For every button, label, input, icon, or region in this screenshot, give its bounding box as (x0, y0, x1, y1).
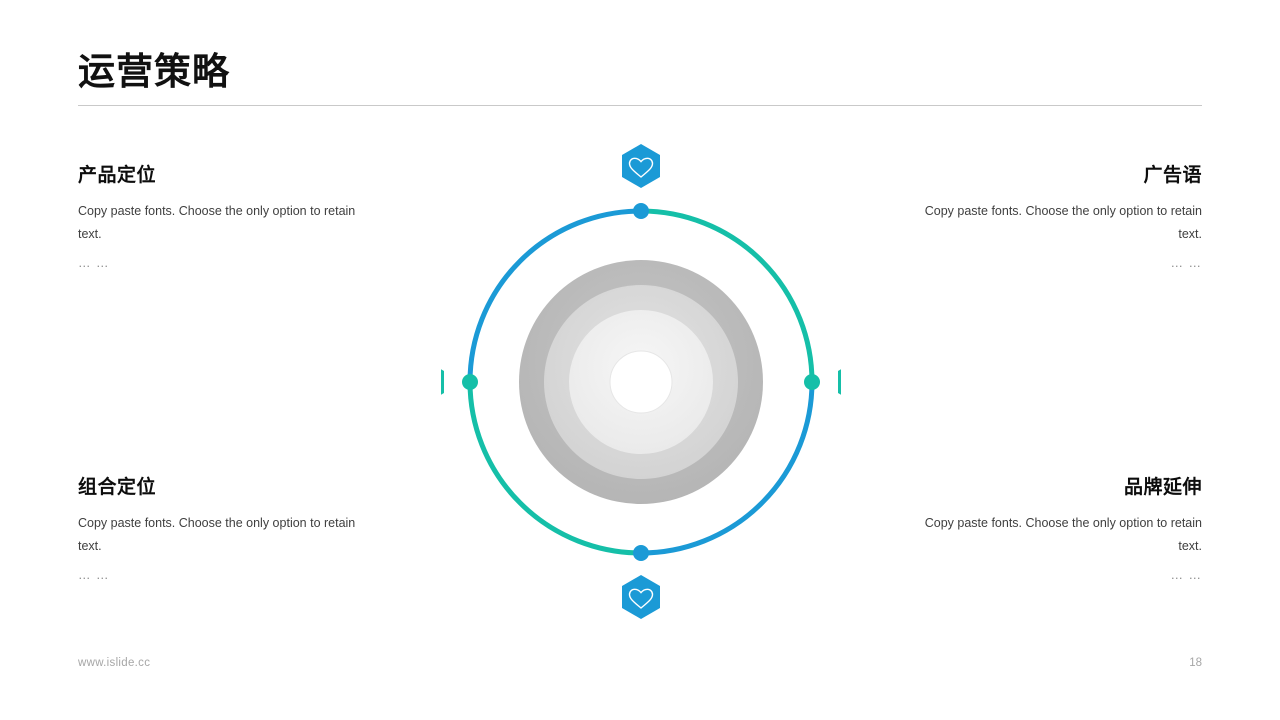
block-heading: 品牌延伸 (1123, 477, 1202, 498)
ring-diagram-svg (441, 144, 841, 619)
concentric-gray-rings (519, 260, 763, 504)
block-ellipsis: … … (78, 568, 110, 583)
content-block-slogan: 广告语 Copy paste fonts. Choose the only op… (902, 165, 1202, 275)
hexagon-shape (622, 144, 660, 188)
heart-icon (628, 157, 654, 178)
block-body: Copy paste fonts. Choose the only option… (924, 515, 1202, 553)
hex-badge-bottom[interactable] (622, 575, 660, 619)
footer-url[interactable]: www.islide.cc (78, 657, 151, 669)
block-body: Copy paste fonts. Choose the only option… (78, 515, 356, 553)
node-dot-bottom[interactable] (633, 545, 649, 561)
ring-core-white (609, 350, 673, 414)
node-dot-right[interactable] (804, 374, 820, 390)
arc-bottom-right (640, 381, 815, 556)
block-ellipsis: … … (1170, 568, 1202, 583)
ring-node-dots (462, 203, 820, 561)
content-block-product-positioning: 产品定位 Copy paste fonts. Choose the only o… (78, 165, 378, 275)
heart-icon (628, 588, 654, 609)
node-dot-left[interactable] (462, 374, 478, 390)
block-ellipsis: … … (78, 256, 110, 271)
hexagon-shape (838, 369, 841, 395)
block-body: Copy paste fonts. Choose the only option… (924, 203, 1202, 241)
block-heading: 广告语 (1143, 165, 1202, 186)
hex-badge-top[interactable] (622, 144, 660, 188)
arc-top-right (640, 208, 815, 383)
arc-top-left (467, 208, 642, 383)
hex-badge-right[interactable] (838, 360, 841, 404)
block-heading: 组合定位 (78, 477, 157, 498)
page-title: 运营策略 (78, 51, 230, 92)
page-number: 18 (1189, 657, 1202, 669)
hexagon-shape (441, 369, 444, 395)
content-block-combination-positioning: 组合定位 Copy paste fonts. Choose the only o… (78, 477, 378, 587)
content-block-brand-extension: 品牌延伸 Copy paste fonts. Choose the only o… (902, 477, 1202, 587)
hexagon-shape (622, 575, 660, 619)
outer-arc-group (467, 208, 815, 556)
block-ellipsis: … … (1170, 256, 1202, 271)
node-dot-top[interactable] (633, 203, 649, 219)
block-heading: 产品定位 (78, 165, 157, 186)
hex-badge-left[interactable] (441, 360, 444, 404)
central-ring-diagram (441, 132, 841, 632)
arc-bottom-left (467, 381, 642, 556)
block-body: Copy paste fonts. Choose the only option… (78, 203, 356, 241)
title-divider (78, 105, 1202, 106)
